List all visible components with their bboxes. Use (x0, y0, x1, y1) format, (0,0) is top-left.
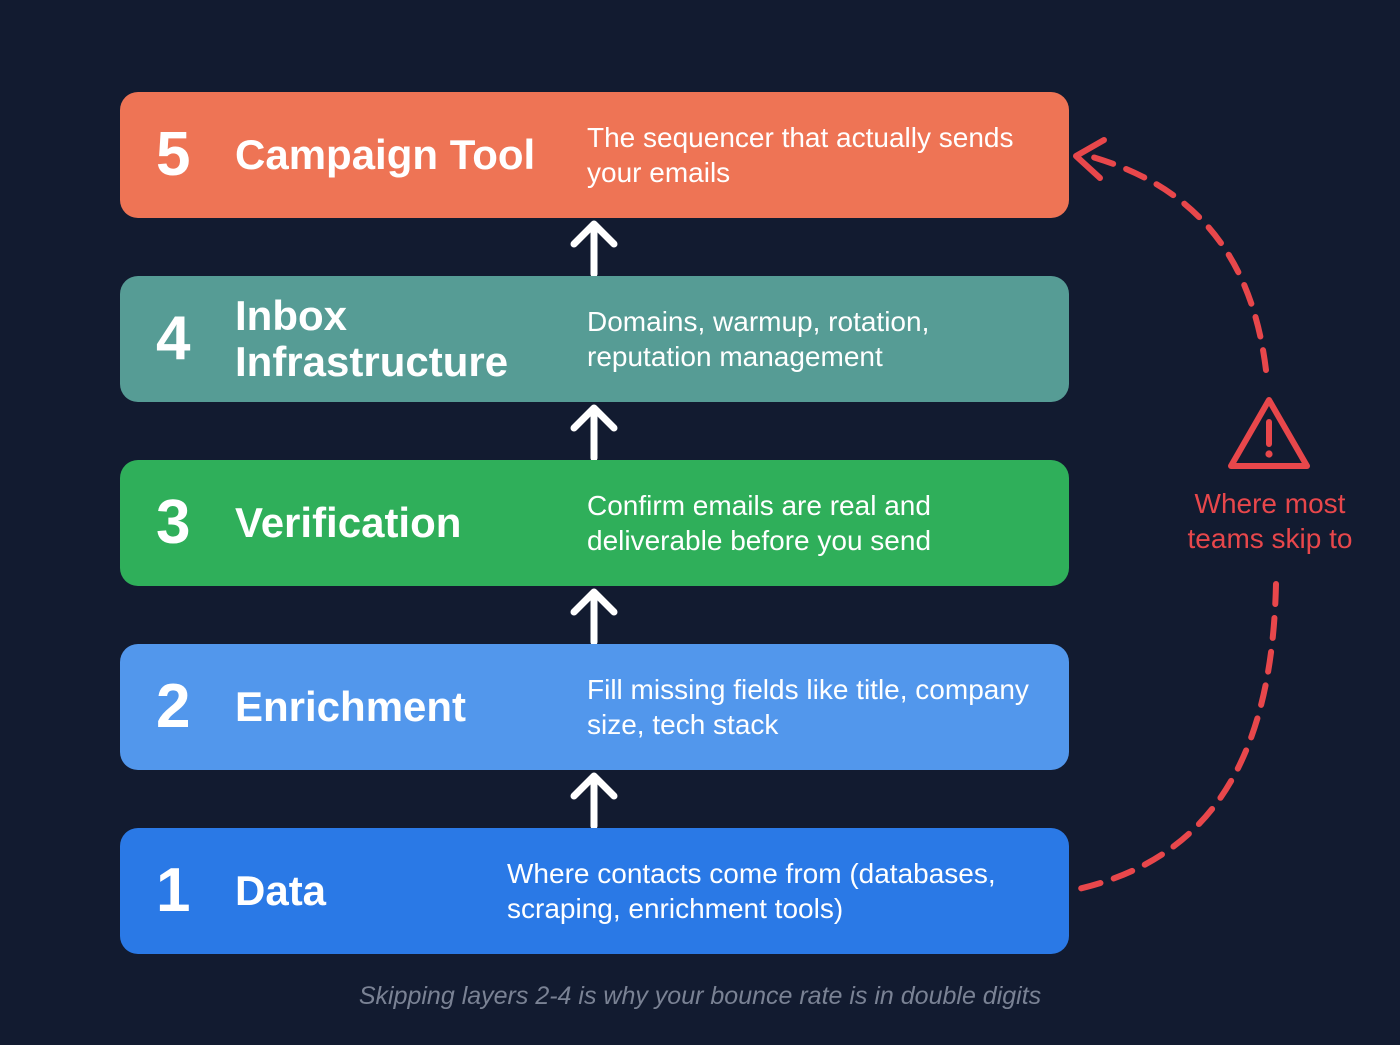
layer-description: Where contacts come from (databases, scr… (507, 858, 996, 924)
layer-1-data: 1 Data Where contacts come from (databas… (120, 828, 1069, 954)
layer-title: Verification (235, 498, 462, 546)
layer-description: Domains, warmup, rotation, reputation ma… (587, 306, 930, 372)
up-arrow-icon (570, 588, 618, 644)
up-arrow-icon (570, 404, 618, 460)
layer-title: Inbox Infrastructure (235, 291, 509, 385)
layer-description: The sequencer that actually sends your e… (587, 122, 1014, 188)
layer-title: Enrichment (235, 682, 467, 730)
warning-triangle-icon (1228, 397, 1310, 469)
layer-title: Campaign Tool (235, 130, 536, 178)
layer-number: 1 (156, 856, 191, 925)
layer-number: 4 (156, 304, 191, 373)
layer-description: Confirm emails are real and deliverable … (587, 490, 932, 556)
layer-5-campaign-tool: 5 Campaign Tool The sequencer that actua… (120, 92, 1069, 218)
layer-number: 2 (156, 672, 191, 741)
layer-4-inbox-infrastructure: 4 Inbox Infrastructure Domains, warmup, … (120, 276, 1069, 402)
up-arrow-icon (570, 772, 618, 828)
up-arrow-icon (570, 220, 618, 276)
skip-note: Where most teams skip to (1187, 488, 1353, 554)
footnote: Skipping layers 2-4 is why your bounce r… (358, 982, 1042, 1010)
layer-3-verification: 3 Verification Confirm emails are real a… (120, 460, 1069, 586)
layer-number: 3 (156, 488, 191, 557)
layer-number: 5 (156, 120, 191, 189)
layer-title: Data (235, 866, 327, 914)
layer-2-enrichment: 2 Enrichment Fill missing fields like ti… (120, 644, 1069, 770)
layer-description: Fill missing fields like title, company … (587, 674, 1029, 740)
